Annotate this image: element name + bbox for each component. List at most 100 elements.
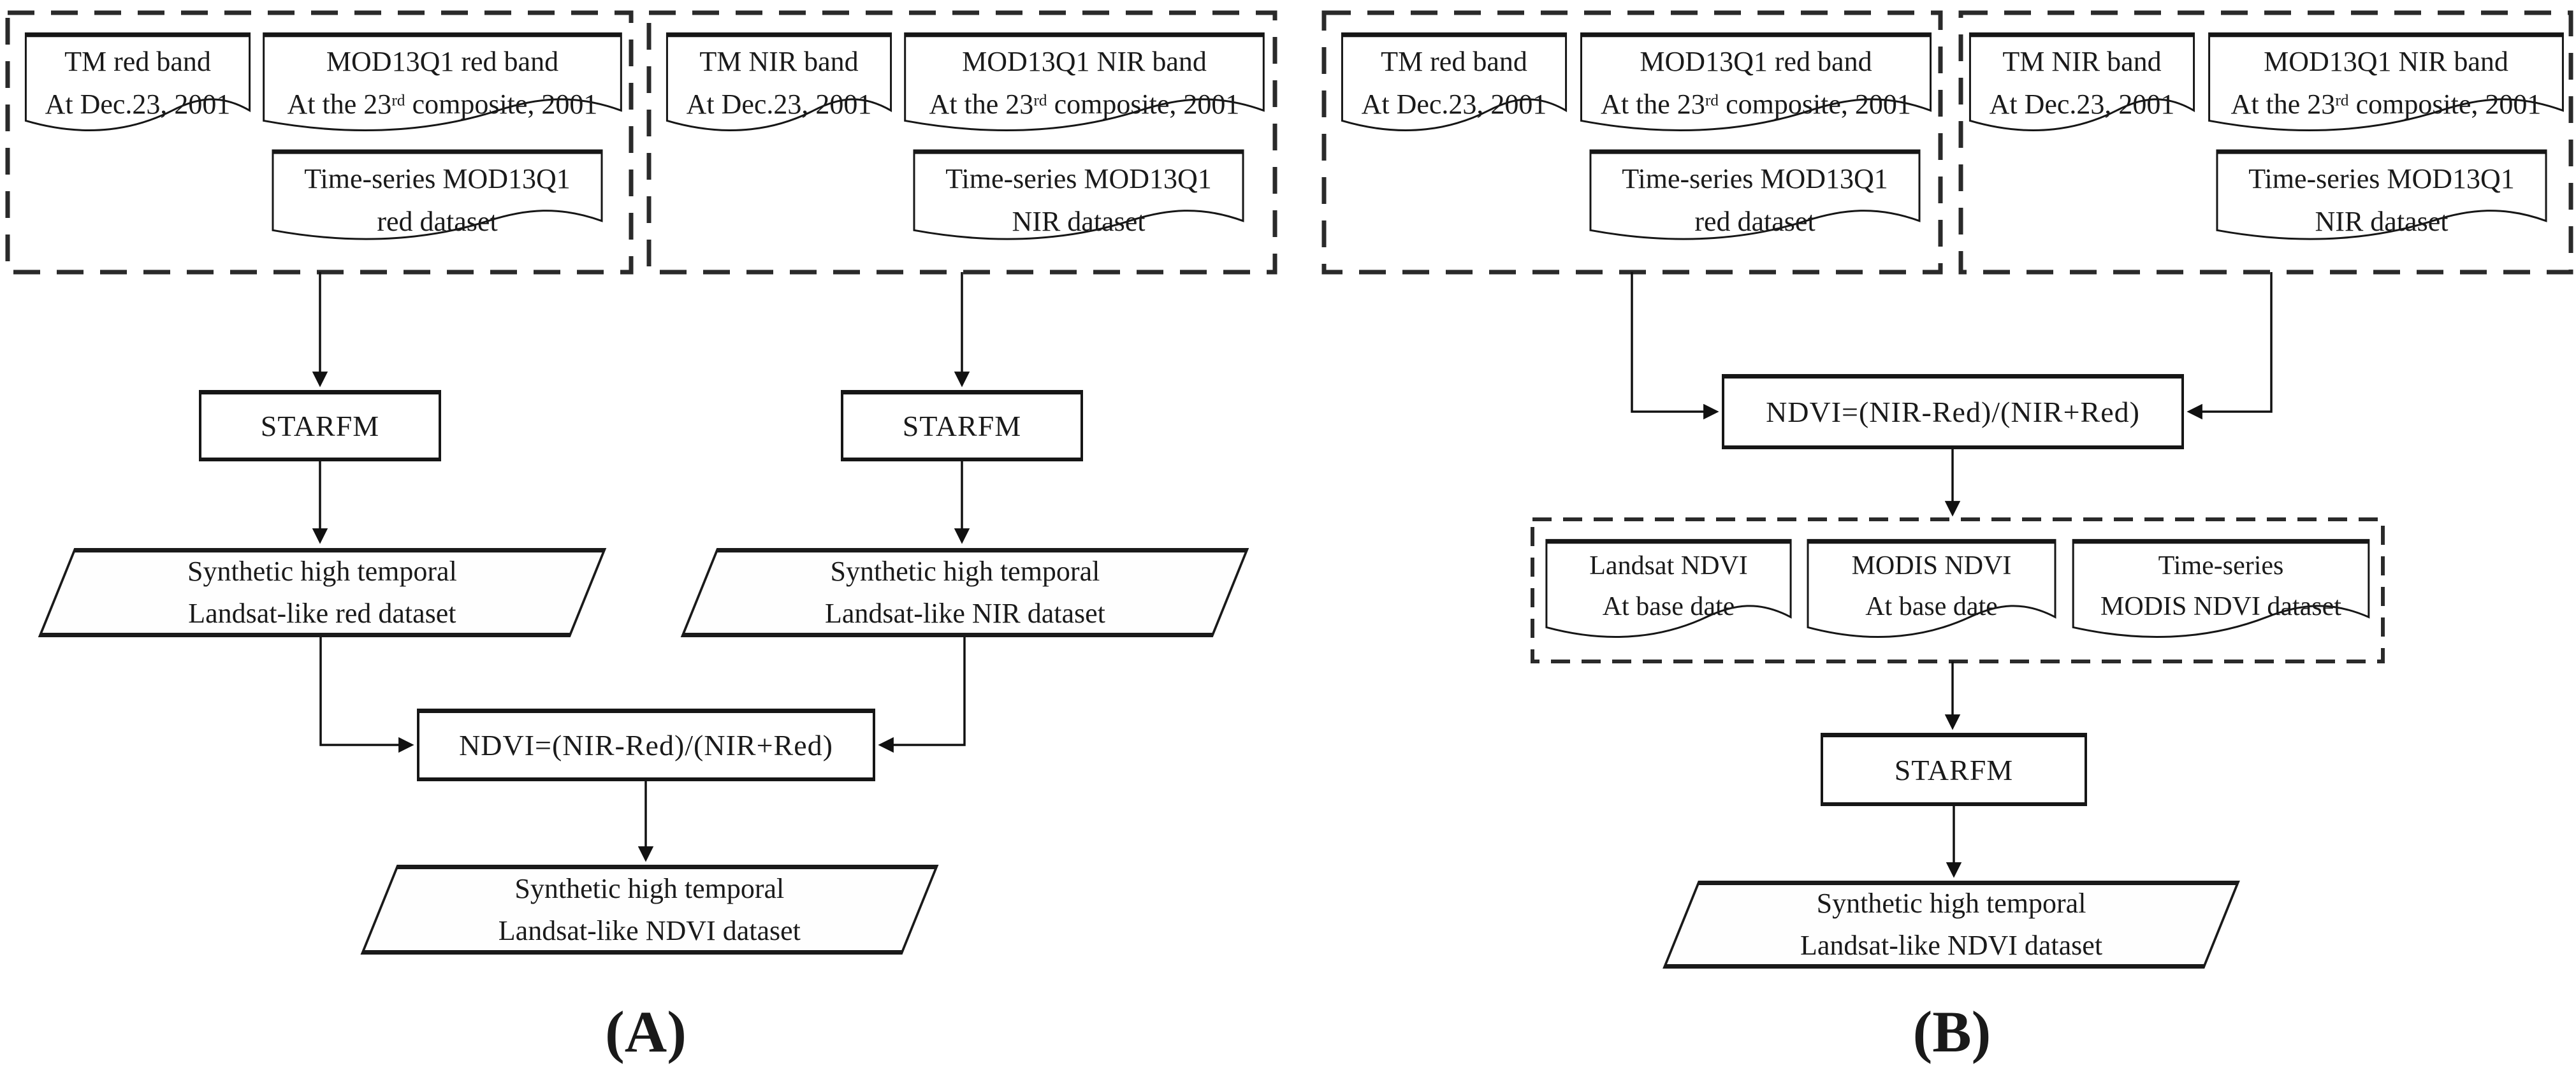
doc-text: Time-series MOD13Q1 red dataset — [1585, 148, 1925, 243]
doc-line2: At Dec.23, 2001 — [1989, 88, 2175, 120]
doc-line2: red dataset — [377, 205, 498, 237]
document-shape — [1585, 148, 1925, 250]
doc-text: MOD13Q1 NIR band At the 23rd composite, … — [899, 31, 1269, 126]
doc-line1: MODIS NDVI — [1851, 551, 2012, 581]
doc-text: MOD13Q1 NIR band At the 23rd composite, … — [2204, 31, 2568, 126]
doc-landsat-ndvi-base-b: Landsat NDVI At base date — [1543, 537, 1794, 649]
doc-line1: MOD13Q1 red band — [326, 46, 559, 77]
doc-line2: At the 23rd composite, 2001 — [1601, 88, 1911, 120]
para-line1: Synthetic high temporal — [514, 872, 785, 904]
doc-line1: Time-series MOD13Q1 — [304, 163, 571, 194]
doc-line1: MOD13Q1 NIR band — [962, 46, 1207, 77]
starfm-label: STARFM — [260, 410, 380, 442]
doc-mod13q1-nir-band-b: MOD13Q1 NIR band At the 23rd composite, … — [2204, 31, 2568, 142]
document-shape — [268, 148, 607, 250]
doc-line1: MOD13Q1 red band — [1640, 46, 1872, 77]
panel-b-label: (B) — [1912, 999, 1991, 1064]
parallelogram-text: Synthetic high temporal Landsat-like NDV… — [1800, 883, 2102, 967]
ndvi-formula-label: NDVI=(NIR-Red)/(NIR+Red) — [1766, 396, 2140, 428]
doc-text: MOD13Q1 red band At the 23rd composite, … — [1576, 31, 1936, 126]
arrow-b-nir-inputs-to-ndvi — [2187, 272, 2273, 420]
doc-text: Time-series MOD13Q1 red dataset — [268, 148, 607, 243]
doc-line1: Time-series MOD13Q1 — [2248, 163, 2515, 194]
doc-text: MODIS NDVI At base date — [1804, 537, 2059, 628]
doc-mod13q1-red-band-a: MOD13Q1 red band At the 23rd composite, … — [258, 31, 627, 142]
document-shape — [1576, 31, 1936, 142]
doc-tm-nir-band-a: TM NIR band At Dec.23, 2001 — [664, 31, 894, 142]
doc-line1: TM red band — [1381, 46, 1527, 77]
doc-line2: NIR dataset — [2315, 205, 2449, 237]
ndvi-formula-label: NDVI=(NIR-Red)/(NIR+Red) — [459, 729, 833, 761]
doc-line2: NIR dataset — [1012, 205, 1146, 237]
document-shape — [2204, 31, 2568, 142]
document-shape — [258, 31, 627, 142]
ndvi-formula-box-b: NDVI=(NIR-Red)/(NIR+Red) — [1722, 374, 2184, 449]
doc-line2: red dataset — [1694, 205, 1816, 237]
doc-timeseries-red-a: Time-series MOD13Q1 red dataset — [268, 148, 607, 250]
doc-modis-ndvi-base-b: MODIS NDVI At base date — [1804, 537, 2059, 649]
document-shape — [1339, 31, 1569, 142]
arrow-a-nir-dataset-to-ndvi — [878, 637, 966, 753]
starfm-box-a-red: STARFM — [199, 390, 441, 461]
parallelogram-text: Synthetic high temporal Landsat-like red… — [187, 551, 457, 635]
para-line1: Synthetic high temporal — [187, 556, 457, 587]
para-line1: Synthetic high temporal — [1816, 888, 2086, 919]
starfm-label: STARFM — [902, 410, 1022, 442]
parallelogram-text: Synthetic high temporal Landsat-like NDV… — [498, 868, 801, 952]
doc-line1: Time-series — [2158, 551, 2284, 581]
doc-line1: Landsat NDVI — [1589, 551, 1748, 581]
arrow-a-red-dataset-to-ndvi — [319, 637, 414, 753]
doc-tm-red-band-b: TM red band At Dec.23, 2001 — [1339, 31, 1569, 142]
doc-line1: MOD13Q1 NIR band — [2264, 46, 2508, 77]
doc-line2: At base date — [1602, 591, 1735, 621]
doc-timeseries-nir-b: Time-series MOD13Q1 NIR dataset — [2212, 148, 2551, 250]
document-shape — [2212, 148, 2551, 250]
document-shape — [899, 31, 1269, 142]
doc-line2: At the 23rd composite, 2001 — [929, 88, 1240, 120]
parallelogram-text: Synthetic high temporal Landsat-like NIR… — [825, 551, 1105, 635]
para-line2: Landsat-like red dataset — [188, 598, 456, 629]
doc-line1: Time-series MOD13Q1 — [1622, 163, 1888, 194]
doc-text: MOD13Q1 red band At the 23rd composite, … — [258, 31, 627, 126]
doc-text: TM red band At Dec.23, 2001 — [22, 31, 253, 126]
doc-timeseries-modis-ndvi-b: Time-series MODIS NDVI dataset — [2069, 537, 2373, 649]
doc-line2: At the 23rd composite, 2001 — [2230, 88, 2542, 120]
document-shape — [1804, 537, 2059, 649]
doc-line2: At Dec.23, 2001 — [45, 88, 231, 120]
ordinal-superscript: rd — [1033, 90, 1047, 110]
para-line1: Synthetic high temporal — [830, 556, 1100, 587]
document-shape — [1543, 537, 1794, 649]
parallelogram-red-dataset-a: Synthetic high temporal Landsat-like red… — [38, 548, 607, 637]
parallelogram-nir-dataset-a: Synthetic high temporal Landsat-like NIR… — [680, 548, 1249, 637]
panel-a-label: (A) — [605, 999, 687, 1064]
starfm-box-b: STARFM — [1821, 733, 2087, 806]
doc-line2: At Dec.23, 2001 — [686, 88, 872, 120]
doc-mod13q1-nir-band-a: MOD13Q1 NIR band At the 23rd composite, … — [899, 31, 1269, 142]
ordinal-superscript: rd — [2335, 90, 2349, 110]
doc-text: Time-series MOD13Q1 NIR dataset — [909, 148, 1248, 243]
arrow-b-red-inputs-to-ndvi — [1631, 272, 1719, 420]
doc-text: TM NIR band At Dec.23, 2001 — [1967, 31, 2197, 126]
doc-text: TM NIR band At Dec.23, 2001 — [664, 31, 894, 126]
doc-text: Landsat NDVI At base date — [1543, 537, 1794, 628]
doc-timeseries-red-b: Time-series MOD13Q1 red dataset — [1585, 148, 1925, 250]
document-shape — [1967, 31, 2197, 142]
document-shape — [909, 148, 1248, 250]
doc-line2: At the 23rd composite, 2001 — [287, 88, 598, 120]
ordinal-superscript: rd — [391, 90, 405, 110]
para-line2: Landsat-like NDVI dataset — [1800, 930, 2103, 961]
doc-tm-red-band-a: TM red band At Dec.23, 2001 — [22, 31, 253, 142]
doc-line1: Time-series MOD13Q1 — [945, 163, 1212, 194]
para-line2: Landsat-like NDVI dataset — [498, 914, 801, 946]
parallelogram-ndvi-dataset-b: Synthetic high temporal Landsat-like NDV… — [1663, 881, 2240, 969]
doc-text: Time-series MODIS NDVI dataset — [2069, 537, 2373, 628]
doc-timeseries-nir-a: Time-series MOD13Q1 NIR dataset — [909, 148, 1248, 250]
doc-line2: MODIS NDVI dataset — [2100, 591, 2341, 621]
parallelogram-ndvi-dataset-a: Synthetic high temporal Landsat-like NDV… — [360, 865, 939, 955]
doc-line1: TM NIR band — [699, 46, 859, 77]
document-shape — [2069, 537, 2373, 649]
doc-line1: TM NIR band — [2002, 46, 2162, 77]
doc-mod13q1-red-band-b: MOD13Q1 red band At the 23rd composite, … — [1576, 31, 1936, 142]
doc-text: TM red band At Dec.23, 2001 — [1339, 31, 1569, 126]
